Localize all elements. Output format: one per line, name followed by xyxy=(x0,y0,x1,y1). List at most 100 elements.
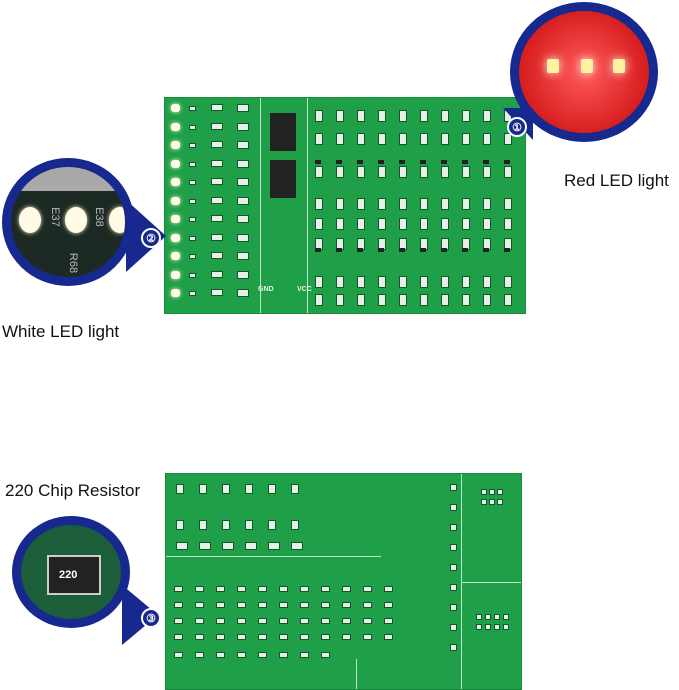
smd-pad xyxy=(258,586,267,592)
white-led xyxy=(171,233,180,242)
trace-line xyxy=(461,474,462,689)
silk-mark: E38 xyxy=(92,207,105,227)
transistor xyxy=(357,248,363,252)
smd-pad xyxy=(399,218,407,230)
chip-resistor-label: 220 Chip Resistor xyxy=(5,481,141,500)
transistor xyxy=(315,160,321,164)
smd-pad xyxy=(245,484,253,494)
smd-pad xyxy=(300,634,309,640)
resistor-pad xyxy=(189,254,196,259)
jumper-pad xyxy=(237,233,249,242)
red-led-glow xyxy=(613,59,625,73)
smd-pad xyxy=(195,618,204,624)
transistor xyxy=(441,248,447,252)
via-pad xyxy=(450,524,457,531)
smd-pad xyxy=(462,110,470,122)
smd-pad xyxy=(483,166,491,178)
transistor xyxy=(483,160,489,164)
smd-pad xyxy=(420,198,428,210)
smd-pad xyxy=(483,133,491,145)
smd-pad xyxy=(399,198,407,210)
smd-pad xyxy=(378,198,386,210)
white-led xyxy=(171,178,180,186)
jumper-pad xyxy=(237,196,249,205)
transistor xyxy=(378,160,384,164)
smd-pad xyxy=(195,652,204,658)
smd-pad xyxy=(483,276,491,288)
smd-pad xyxy=(237,586,246,592)
smd-pad xyxy=(363,602,372,608)
smd-pad xyxy=(357,133,365,145)
trace-divider xyxy=(260,98,261,313)
white-led xyxy=(171,196,180,205)
smd-pad xyxy=(279,602,288,608)
resistor-pad xyxy=(189,235,196,241)
smd-pad xyxy=(420,110,428,122)
smd-pad xyxy=(315,198,323,210)
smd-pad xyxy=(462,218,470,230)
smd-pad xyxy=(342,618,351,624)
smd-pad xyxy=(504,294,512,306)
jumper-pad xyxy=(237,122,249,131)
diode-pad xyxy=(211,104,223,111)
smd-pad xyxy=(497,489,503,495)
smd-pad xyxy=(357,166,365,178)
transistor xyxy=(399,248,405,252)
transistor xyxy=(462,248,468,252)
smd-pad xyxy=(300,652,309,658)
smd-pad xyxy=(174,586,183,592)
smd-pad xyxy=(441,133,449,145)
smd-pad xyxy=(300,618,309,624)
jumper-pad xyxy=(237,215,249,223)
smd-pad xyxy=(336,166,344,178)
smd-pad xyxy=(494,624,500,630)
smd-pad xyxy=(279,634,288,640)
smd-pad xyxy=(195,634,204,640)
smd-pad xyxy=(363,634,372,640)
smd-pad xyxy=(483,110,491,122)
smd-pad xyxy=(237,618,246,624)
smd-pad xyxy=(237,634,246,640)
white-led xyxy=(171,289,180,297)
resistor-pad xyxy=(189,124,196,130)
smd-pad xyxy=(245,520,253,530)
smd-pad xyxy=(378,133,386,145)
smd-pad xyxy=(497,499,503,505)
white-led xyxy=(171,104,180,112)
smd-pad xyxy=(481,489,487,495)
smd-pad xyxy=(315,166,323,178)
smd-pad xyxy=(245,542,257,550)
transistor xyxy=(315,248,321,252)
smd-pad xyxy=(321,618,330,624)
smd-pad xyxy=(378,110,386,122)
smd-pad xyxy=(258,618,267,624)
smd-pad xyxy=(441,294,449,306)
ic-chip xyxy=(270,160,296,198)
smd-pad xyxy=(216,586,225,592)
smd-pad xyxy=(336,218,344,230)
transistor xyxy=(357,160,363,164)
diode-pad xyxy=(211,122,223,130)
transistor xyxy=(378,248,384,252)
smd-pad xyxy=(504,198,512,210)
smd-pad xyxy=(216,602,225,608)
resistor-pad xyxy=(189,161,196,167)
smd-pad xyxy=(315,276,323,288)
smd-pad xyxy=(199,520,207,530)
smd-pad xyxy=(336,110,344,122)
white-led xyxy=(171,270,180,279)
silk-mark: R68 xyxy=(67,252,80,274)
smd-pad xyxy=(321,602,330,608)
trace-line xyxy=(461,582,521,583)
diode-pad xyxy=(211,178,223,185)
smd-pad xyxy=(441,110,449,122)
smd-pad xyxy=(462,276,470,288)
vcc-label: VCC xyxy=(297,286,312,293)
diode-pad xyxy=(211,196,223,204)
diode-pad xyxy=(211,159,223,167)
smd-pad xyxy=(268,484,276,494)
resistor-pad xyxy=(189,291,196,296)
smd-pad xyxy=(504,218,512,230)
chip-resistor-magnifier: 220 xyxy=(12,516,130,628)
smd-pad xyxy=(268,520,276,530)
